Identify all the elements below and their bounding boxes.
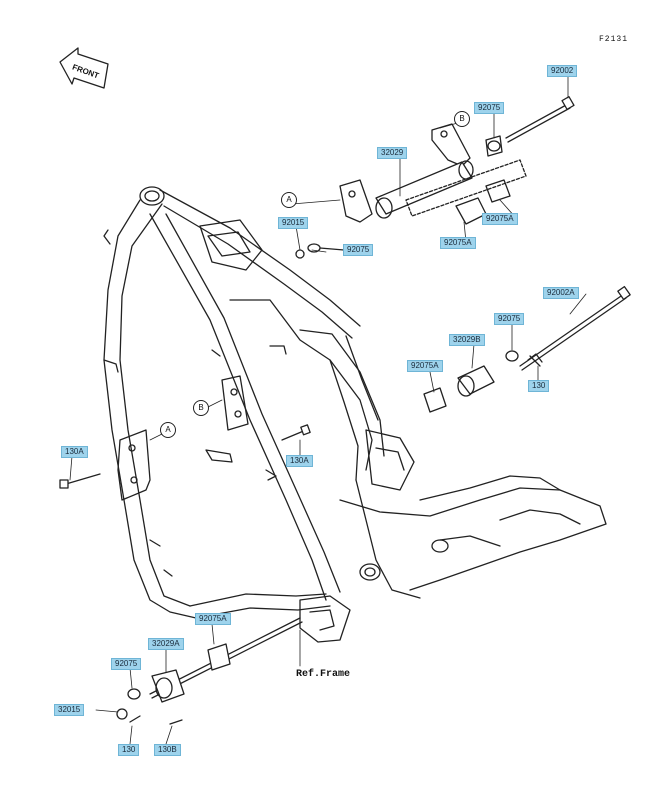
part-label-32029b[interactable]: 32029B xyxy=(449,334,485,346)
part-label-92075a-top[interactable]: 92075A xyxy=(482,213,518,225)
bolts xyxy=(59,424,311,489)
part-label-92075a-low[interactable]: 92075A xyxy=(195,613,231,625)
part-label-92002[interactable]: 92002 xyxy=(547,65,578,77)
part-label-92002a[interactable]: 92002A xyxy=(543,287,579,299)
front-arrow-icon: FRONT xyxy=(59,47,109,89)
callout-a-left: A xyxy=(160,422,176,438)
part-label-32029[interactable]: 32029 xyxy=(377,147,408,159)
figure-code: F2131 xyxy=(599,35,629,44)
right-mount-assembly xyxy=(423,285,631,413)
part-label-130b[interactable]: 130B xyxy=(154,744,181,756)
part-label-32029a[interactable]: 32029A xyxy=(148,638,184,650)
leader-lines xyxy=(69,75,587,745)
callout-a-top: A xyxy=(281,192,297,208)
left-mount-bracket xyxy=(117,429,151,501)
part-label-92075-right[interactable]: 92075 xyxy=(494,313,525,325)
part-label-92015-top[interactable]: 92015 xyxy=(278,217,309,229)
part-label-92075a-right[interactable]: 92075A xyxy=(407,360,443,372)
frame-body xyxy=(103,186,607,643)
part-label-130a-center[interactable]: 130A xyxy=(286,455,313,467)
top-mount-assembly xyxy=(295,96,575,259)
ref-frame-label: Ref.Frame xyxy=(296,669,351,680)
part-label-130-right[interactable]: 130 xyxy=(528,380,550,392)
part-label-92075-mid[interactable]: 92075 xyxy=(343,244,374,256)
part-label-130-low[interactable]: 130 xyxy=(118,744,140,756)
center-mount-bracket xyxy=(221,375,249,431)
callout-b-top: B xyxy=(454,111,470,127)
part-label-92075-low[interactable]: 92075 xyxy=(111,658,142,670)
lower-mount-assembly xyxy=(116,617,303,725)
part-label-32015[interactable]: 32015 xyxy=(54,704,85,716)
part-label-130a-left[interactable]: 130A xyxy=(61,446,88,458)
part-label-92075a-mid[interactable]: 92075A xyxy=(440,237,476,249)
part-label-92075-top[interactable]: 92075 xyxy=(474,102,505,114)
callout-b-center: B xyxy=(193,400,209,416)
